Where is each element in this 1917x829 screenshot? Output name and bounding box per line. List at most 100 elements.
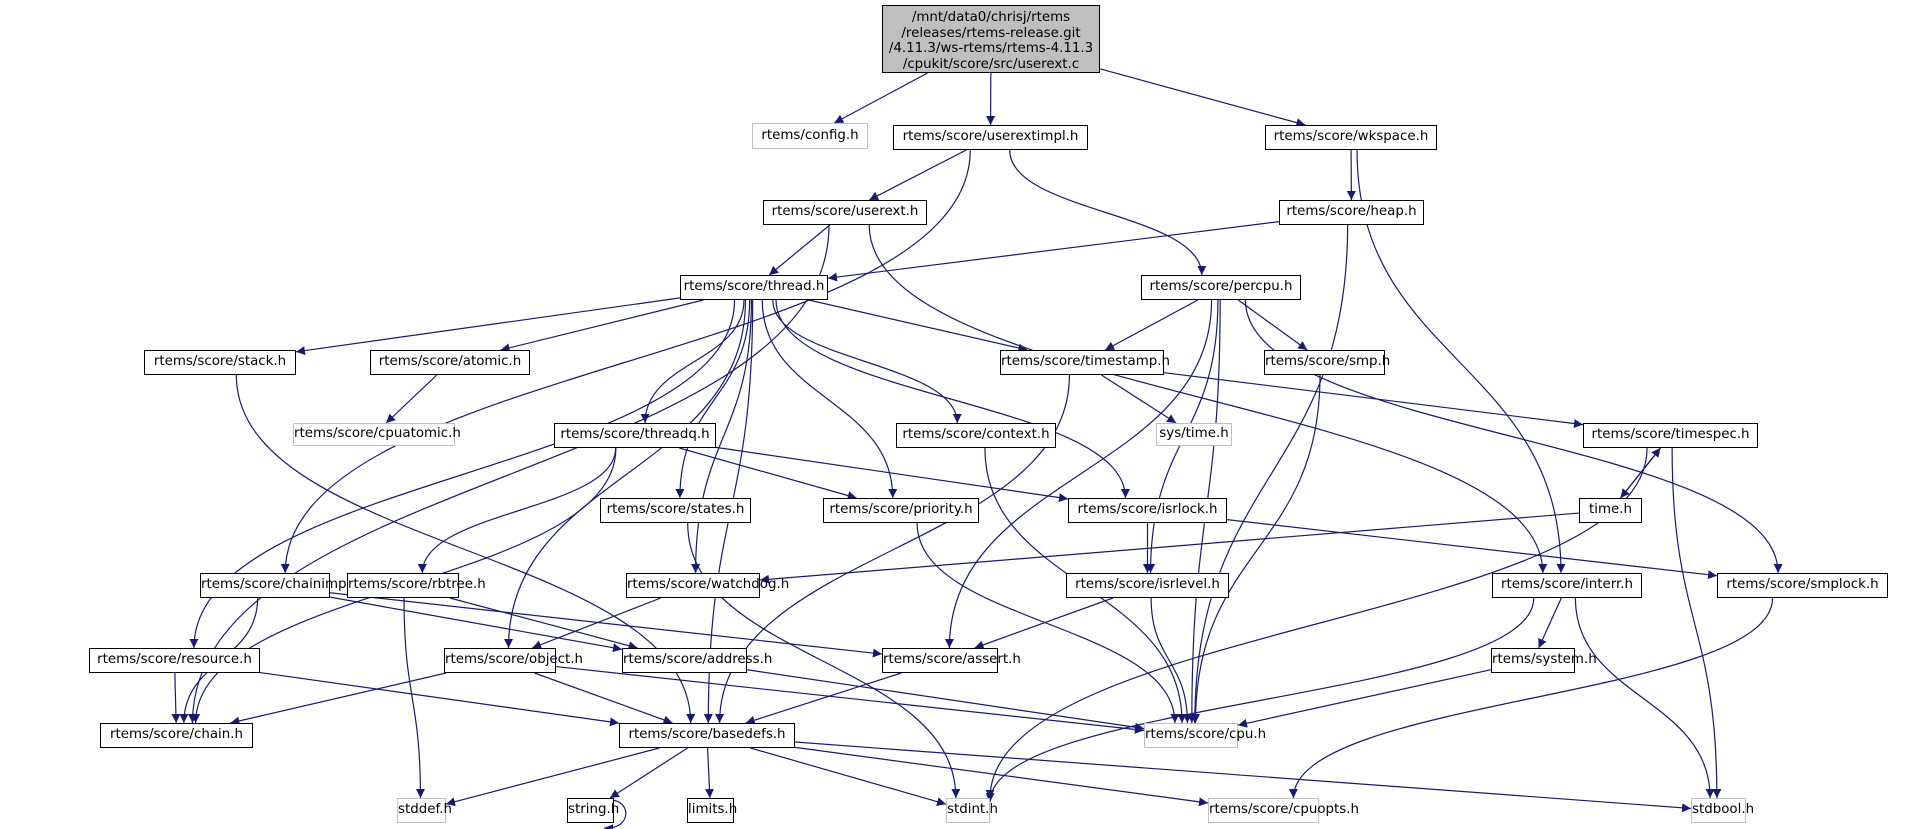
node-userext-h[interactable]: rtems/score/userext.h xyxy=(763,200,927,225)
node-context-h[interactable]: rtems/score/context.h xyxy=(896,423,1056,448)
node-label: rtems/score/object.h xyxy=(445,652,584,667)
node-watchdog-h[interactable]: rtems/score/watchdog.h xyxy=(626,573,789,598)
node-label: rtems/score/thread.h xyxy=(683,279,825,294)
node-string-h[interactable]: string.h xyxy=(567,798,620,823)
node-isrlevel-h[interactable]: rtems/score/isrlevel.h xyxy=(1066,573,1229,598)
node-wkspace-h[interactable]: rtems/score/wkspace.h xyxy=(1265,125,1437,150)
edge-object-to-cpu xyxy=(555,665,1145,734)
edge-isrlevel-to-cpu xyxy=(1150,597,1192,724)
node-label: rtems/score/timestamp.h xyxy=(1001,354,1170,369)
edge-thread-to-priority xyxy=(761,299,898,499)
node-label: time.h xyxy=(1589,502,1632,517)
node-atomic-h[interactable]: rtems/score/atomic.h xyxy=(370,350,530,375)
node-resource-h[interactable]: rtems/score/resource.h xyxy=(89,648,260,673)
node-label: rtems/score/isrlock.h xyxy=(1077,502,1218,517)
node-userext-c-root[interactable]: /mnt/data0/chrisj/rtems /releases/rtems-… xyxy=(882,5,1100,73)
node-label: /mnt/data0/chrisj/rtems /releases/rtems-… xyxy=(888,10,1094,72)
edge-root-to-config xyxy=(833,72,928,124)
node-label: rtems/score/atomic.h xyxy=(378,354,522,369)
edge-threadq-to-isrlock xyxy=(715,446,1069,503)
edge-basedefs-to-limits xyxy=(705,747,714,799)
edge-priority-to-cpu xyxy=(916,522,1180,724)
node-percpu-h[interactable]: rtems/score/percpu.h xyxy=(1141,275,1301,300)
edge-interr-to-stdint xyxy=(985,597,1535,803)
edge-chainimpl-to-address xyxy=(329,596,623,653)
edge-userext-to-chain xyxy=(188,224,830,724)
edge-thread-to-states xyxy=(675,299,751,499)
edge-heap-to-cpu xyxy=(1190,224,1349,724)
node-cpuatomic-h[interactable]: rtems/score/cpuatomic.h xyxy=(293,423,461,446)
node-cpuopts-h[interactable]: rtems/score/cpuopts.h xyxy=(1208,798,1359,823)
node-config-h[interactable]: rtems/config.h xyxy=(752,123,868,149)
node-threadq-h[interactable]: rtems/score/threadq.h xyxy=(554,423,716,448)
edge-basedefs-to-string xyxy=(609,747,688,799)
node-label: stdint.h xyxy=(947,802,998,817)
node-label: stdbool.h xyxy=(1692,802,1755,817)
node-cpu-h[interactable]: rtems/score/cpu.h xyxy=(1144,723,1267,748)
node-time-h[interactable]: time.h xyxy=(1579,498,1642,523)
edge-timespec-to-stdbool xyxy=(1671,447,1722,799)
edge-system-to-cpu xyxy=(1237,669,1492,728)
edge-percpu-to-smp xyxy=(1237,299,1308,351)
edge-atomic-to-cpuatomic xyxy=(385,374,438,424)
node-smp-h[interactable]: rtems/score/smp.h xyxy=(1264,350,1390,375)
node-label: rtems/score/cpu.h xyxy=(1145,727,1267,742)
node-stdbool-h[interactable]: stdbool.h xyxy=(1691,798,1755,823)
node-label: rtems/score/isrlevel.h xyxy=(1075,577,1220,592)
node-rbtree-h[interactable]: rtems/score/rbtree.h xyxy=(347,573,486,598)
node-label: rtems/system.h xyxy=(1492,652,1597,667)
edge-smplock-to-cpuopts xyxy=(1288,597,1774,799)
node-address-h[interactable]: rtems/score/address.h xyxy=(622,648,772,673)
node-label: rtems/score/basedefs.h xyxy=(628,727,786,742)
node-label: rtems/score/heap.h xyxy=(1286,204,1417,219)
edge-states-to-stdint xyxy=(687,522,961,799)
node-isrlock-h[interactable]: rtems/score/isrlock.h xyxy=(1068,498,1227,523)
node-label: rtems/score/threadq.h xyxy=(560,427,710,442)
node-heap-h[interactable]: rtems/score/heap.h xyxy=(1279,200,1424,225)
edge-root-to-wkspace xyxy=(1099,68,1306,127)
edge-resource-to-basedefs xyxy=(259,671,620,727)
node-label: rtems/score/rbtree.h xyxy=(348,577,486,592)
edge-interr-to-stdbool xyxy=(1574,597,1715,799)
node-priority-h[interactable]: rtems/score/priority.h xyxy=(823,498,979,523)
edge-thread-to-object xyxy=(504,299,747,649)
node-chainimpl-h[interactable]: rtems/score/chainimpl.h xyxy=(200,573,363,598)
node-label: rtems/score/smplock.h xyxy=(1726,577,1879,592)
node-states-h[interactable]: rtems/score/states.h xyxy=(600,498,751,523)
edge-resource-to-chain xyxy=(171,672,181,724)
node-basedefs-h[interactable]: rtems/score/basedefs.h xyxy=(619,723,795,748)
node-chain-h[interactable]: rtems/score/chain.h xyxy=(100,723,253,748)
edge-assert-to-basedefs xyxy=(745,672,902,725)
node-interr-h[interactable]: rtems/score/interr.h xyxy=(1492,573,1642,598)
node-stddef-h[interactable]: stddef.h xyxy=(397,798,452,823)
node-smplock-h[interactable]: rtems/score/smplock.h xyxy=(1717,573,1888,598)
node-label: rtems/score/userextimpl.h xyxy=(902,129,1079,144)
node-label: rtems/score/resource.h xyxy=(97,652,252,667)
node-object-h[interactable]: rtems/score/object.h xyxy=(444,648,584,673)
node-limits-h[interactable]: limits.h xyxy=(687,798,737,823)
edge-isrlevel-to-assert xyxy=(974,597,1114,650)
edge-threadq-to-priority xyxy=(679,447,857,500)
node-timespec-h[interactable]: rtems/score/timespec.h xyxy=(1583,423,1758,448)
edge-basedefs-to-stdbool xyxy=(794,741,1692,813)
node-thread-h[interactable]: rtems/score/thread.h xyxy=(680,275,828,300)
node-label: string.h xyxy=(568,802,620,817)
node-timestamp-h[interactable]: rtems/score/timestamp.h xyxy=(1000,350,1170,375)
node-label: rtems/score/priority.h xyxy=(829,502,973,517)
node-assert-h[interactable]: rtems/score/assert.h xyxy=(882,648,1021,673)
node-userextimpl-h[interactable]: rtems/score/userextimpl.h xyxy=(893,125,1088,150)
node-label: rtems/score/stack.h xyxy=(153,354,287,369)
edge-thread-to-timestamp xyxy=(808,299,1028,353)
node-label: rtems/config.h xyxy=(761,128,859,143)
node-stdint-h[interactable]: stdint.h xyxy=(946,798,998,823)
edge-basedefs-to-stddef xyxy=(445,747,660,807)
node-stack-h[interactable]: rtems/score/stack.h xyxy=(144,350,296,375)
edge-userext-to-interr xyxy=(868,224,1548,574)
node-label: rtems/score/context.h xyxy=(902,427,1050,442)
edge-heap-to-thread xyxy=(827,221,1280,282)
node-system-h[interactable]: rtems/system.h xyxy=(1491,648,1597,673)
edge-time-to-watchdog xyxy=(759,512,1580,584)
edge-percpu-to-assert xyxy=(944,299,1213,649)
node-sys-time-h[interactable]: sys/time.h xyxy=(1156,423,1232,446)
